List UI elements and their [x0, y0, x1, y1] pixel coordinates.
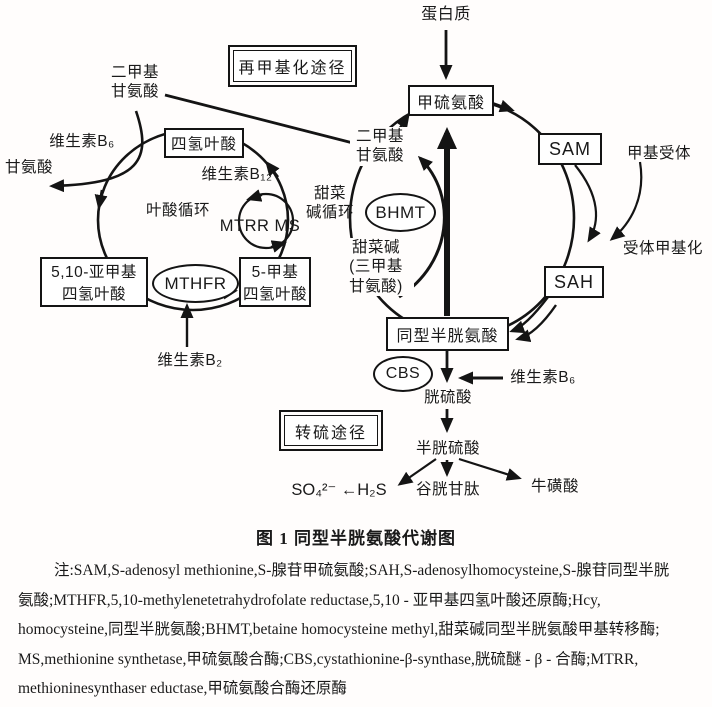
betaine-cycle-line2: 碱循环	[305, 204, 354, 222]
methyl-thf-line1: 5-甲基	[251, 264, 299, 281]
note-line-2: 氨酸;MTHFR,5,10-methylenetetrahydrofolate …	[18, 591, 601, 609]
receptor-methylation-label: 受体甲基化	[622, 240, 703, 257]
cysteine-sulfinic-acid-label: 半胱硫酸	[415, 440, 480, 457]
figure-note: 注:SAM,S-adenosyl methionine,S-腺苷甲硫氨酸;SAH…	[18, 556, 698, 704]
dimethylglycine-label-left: 二甲基 甘氨酸	[100, 63, 170, 102]
mthfr-enzyme-ellipse: MTHFR	[152, 264, 239, 303]
mtrr-ms-label: MTRR MS	[219, 217, 301, 235]
vitamin-b2-label: 维生素B₂	[157, 352, 223, 369]
methylene-thf-line2: 四氢叶酸	[61, 286, 126, 303]
vitamin-b12-label: 维生素B₁₂	[201, 166, 273, 183]
homocysteine-box: 同型半胱氨酸	[386, 317, 509, 351]
betaine-line1: 甜菜碱	[351, 239, 400, 256]
protein-label: 蛋白质	[421, 6, 471, 23]
glycine-label: 甘氨酸	[4, 159, 53, 176]
tetrahydrofolate-box: 四氢叶酸	[164, 128, 244, 158]
figure-caption: 图 1 同型半胱氨酸代谢图	[256, 529, 456, 548]
vitamin-b6-label-right: 维生素B₆	[510, 369, 576, 386]
methylene-thf-line1: 5,10-亚甲基	[51, 264, 137, 281]
remethylation-pathway-box: 再甲基化途径	[228, 45, 357, 87]
dimethylglycine-left-line1: 二甲基	[110, 64, 159, 81]
pathway-arrows	[49, 30, 643, 486]
methionine-box: 甲硫氨酸	[408, 85, 494, 116]
dimethylglycine-label-right: 二甲基 甘氨酸	[350, 127, 410, 166]
note-line-5: methioninesynthaser eductase,甲硫氨酸合酶还原酶	[18, 680, 347, 697]
transsulfuration-pathway-box: 转硫途径	[279, 410, 383, 451]
methyl-thf-box: 5-甲基 四氢叶酸	[239, 257, 311, 307]
betaine-label: 甜菜碱 (三甲基 甘氨酸)	[338, 238, 414, 297]
note-line-1: 注:SAM,S-adenosyl methionine,S-腺苷甲硫氨酸;SAH…	[54, 562, 670, 579]
dimethylglycine-left-line2: 甘氨酸	[110, 83, 159, 101]
vitamin-b6-label-left: 维生素B₆	[49, 133, 115, 150]
betaine-cycle-label: 甜菜 碱循环	[303, 184, 357, 223]
sulfate-h2s-label: SO₄²⁻ ←H₂S	[291, 481, 387, 499]
sah-box: SAH	[544, 266, 604, 298]
folate-cycle-label: 叶酸循环	[145, 202, 210, 219]
betaine-cycle-line1: 甜菜	[313, 185, 346, 202]
methyl-acceptor-label: 甲基受体	[626, 145, 691, 162]
glutathione-label: 谷胱甘肽	[415, 481, 480, 498]
betaine-line2: (三甲基	[349, 258, 403, 276]
dimethylglycine-right-line2: 甘氨酸	[355, 147, 404, 165]
sam-box: SAM	[538, 133, 602, 165]
bhmt-enzyme-ellipse: BHMT	[365, 193, 436, 232]
cystathionine-label: 胱硫酸	[423, 389, 472, 406]
betaine-line3: 甘氨酸)	[349, 277, 403, 295]
note-line-4: MS,methionine synthetase,甲硫氨酸合酶;CBS,cyst…	[18, 650, 639, 668]
dimethylglycine-right-line1: 二甲基	[355, 128, 404, 145]
cbs-enzyme-ellipse: CBS	[373, 356, 433, 392]
note-line-3: homocysteine,同型半胱氨酸;BHMT,betaine homocys…	[18, 621, 660, 638]
taurine-label: 牛磺酸	[530, 478, 579, 495]
methylene-thf-box: 5,10-亚甲基 四氢叶酸	[40, 257, 148, 307]
methyl-thf-line2: 四氢叶酸	[242, 286, 307, 303]
